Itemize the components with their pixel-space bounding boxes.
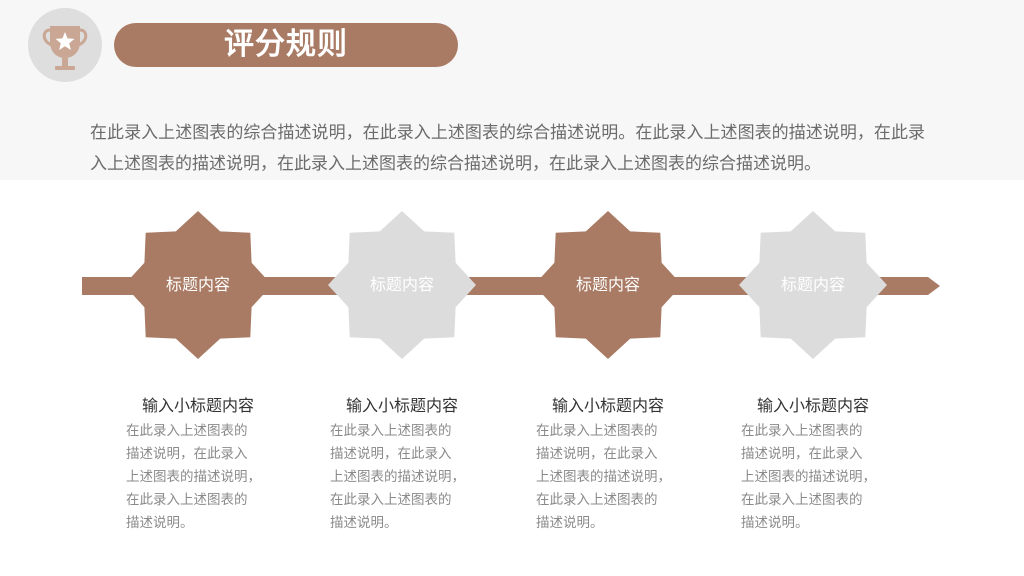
step-subtitle-3: 输入小标题内容 bbox=[551, 396, 664, 415]
step-subtitle-1: 输入小标题内容 bbox=[141, 396, 254, 415]
step-star-1 bbox=[124, 211, 272, 359]
step-description-line: 在此录入上述图表的 bbox=[126, 423, 248, 439]
step-description-line: 在此录入上述图表的 bbox=[536, 492, 658, 508]
step-star-4 bbox=[739, 211, 887, 359]
step-description-line: 上述图表的描述说明， bbox=[330, 469, 465, 485]
step-label-2: 标题内容 bbox=[369, 275, 434, 294]
step-description-line: 上述图表的描述说明， bbox=[741, 469, 876, 485]
title-pill: 评分规则 bbox=[114, 23, 458, 67]
step-description-2: 在此录入上述图表的描述说明，在此录入上述图表的描述说明， 在此录入上述图表的描述说… bbox=[330, 420, 480, 535]
step-description-line: 在此录入上述图表的 bbox=[126, 492, 248, 508]
step-subtitle-2: 输入小标题内容 bbox=[345, 396, 458, 415]
step-description-3: 在此录入上述图表的描述说明，在此录入上述图表的描述说明， 在此录入上述图表的描述说… bbox=[536, 420, 686, 535]
step-description-line: 描述说明。 bbox=[741, 515, 809, 531]
timeline-stars bbox=[124, 211, 887, 359]
intro-paragraph: 在此录入上述图表的综合描述说明，在此录入上述图表的综合描述说明。在此录入上述图表… bbox=[90, 123, 925, 174]
step-description-line: 在此录入上述图表的 bbox=[330, 492, 452, 508]
step-description-line: 上述图表的描述说明， bbox=[126, 469, 261, 485]
step-label-1: 标题内容 bbox=[165, 275, 230, 294]
step-description-line: 在此录入上述图表的 bbox=[741, 423, 863, 439]
timeline-arrow bbox=[82, 277, 940, 295]
step-subtitle-4: 输入小标题内容 bbox=[756, 396, 869, 415]
step-description-line: 描述说明。 bbox=[126, 515, 194, 531]
step-description-line: 描述说明，在此录入 bbox=[741, 446, 863, 462]
step-star-3 bbox=[534, 211, 682, 359]
step-description-1: 在此录入上述图表的描述说明，在此录入上述图表的描述说明， 在此录入上述图表的描述说… bbox=[126, 420, 276, 535]
step-description-line: 在此录入上述图表的 bbox=[536, 423, 658, 439]
step-description-line: 描述说明，在此录入 bbox=[330, 446, 452, 462]
step-label-4: 标题内容 bbox=[780, 275, 845, 294]
step-description-4: 在此录入上述图表的描述说明，在此录入上述图表的描述说明， 在此录入上述图表的描述说… bbox=[741, 420, 891, 535]
step-description-line: 描述说明，在此录入 bbox=[536, 446, 658, 462]
step-description-line: 上述图表的描述说明， bbox=[536, 469, 671, 485]
step-description-line: 在此录入上述图表的 bbox=[741, 492, 863, 508]
step-description-line: 描述说明，在此录入 bbox=[126, 446, 248, 462]
step-label-3: 标题内容 bbox=[575, 275, 640, 294]
step-description-line: 在此录入上述图表的 bbox=[330, 423, 452, 439]
trophy-badge bbox=[28, 8, 102, 82]
step-description-line: 描述说明。 bbox=[536, 515, 604, 531]
page-title: 评分规则 bbox=[224, 27, 348, 62]
step-star-2 bbox=[328, 211, 476, 359]
trophy-star-icon bbox=[42, 26, 88, 70]
step-description-line: 描述说明。 bbox=[330, 515, 398, 531]
